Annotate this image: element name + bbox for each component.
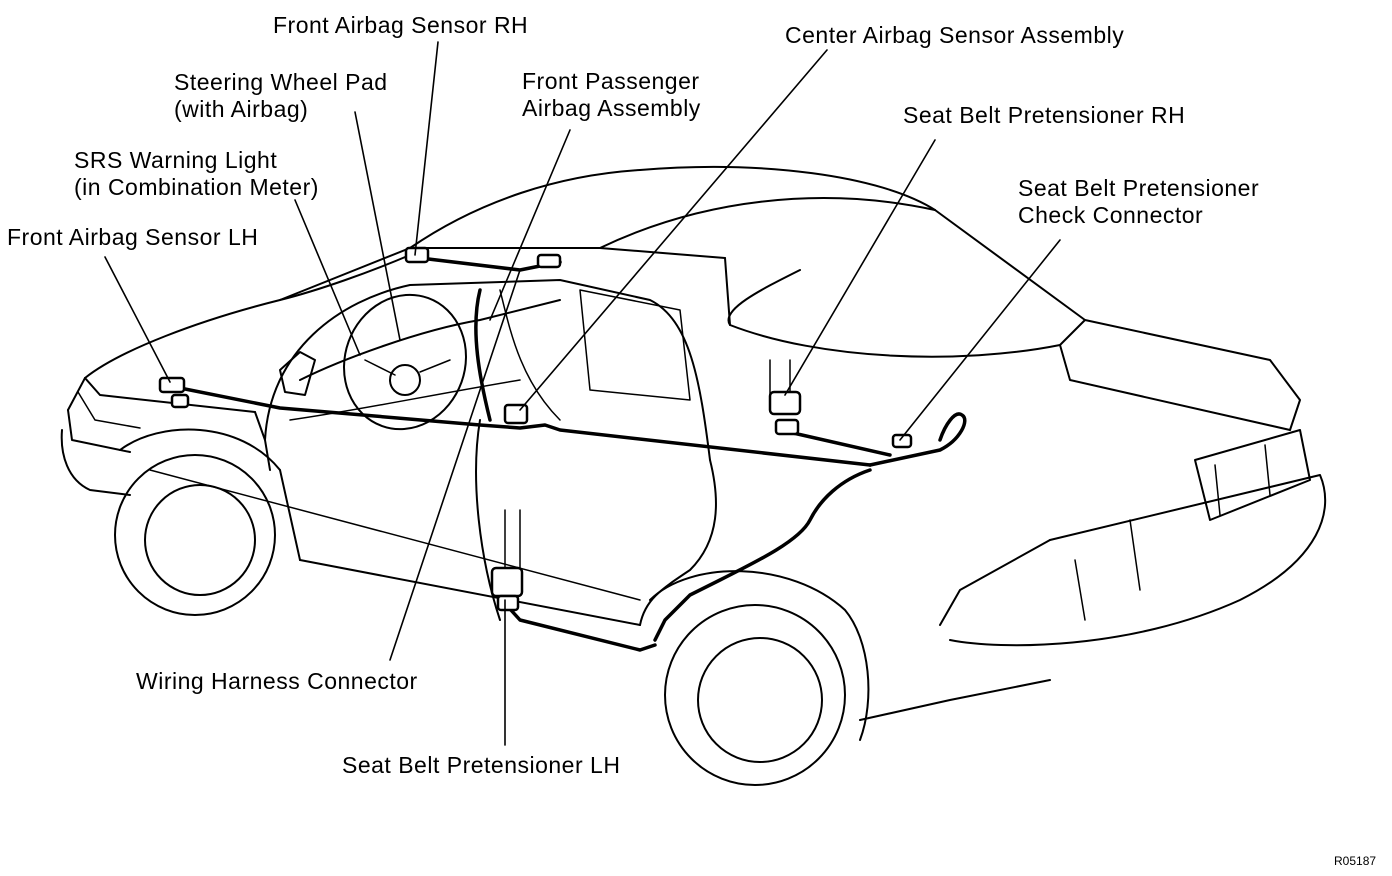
leader-srs-warning-light: [294, 199, 361, 356]
seat-belt-pretensioner-lh-part: [490, 566, 524, 598]
front-airbag-sensor-lh-part: [158, 376, 186, 394]
label-front-passenger-airbag-line1: Front Passenger: [522, 68, 700, 94]
label-front-airbag-sensor-rh: Front Airbag Sensor RH: [273, 12, 529, 38]
label-seat-belt-pretensioner-rh: Seat Belt Pretensioner RH: [903, 102, 1186, 128]
label-steering-wheel-pad-line2: (with Airbag): [174, 96, 309, 122]
center-airbag-sensor-part: [503, 403, 529, 425]
label-center-airbag-sensor-assembly: Center Airbag Sensor Assembly: [785, 22, 1125, 48]
leader-front-passenger-airbag: [489, 129, 571, 321]
leader-front-airbag-sensor-lh: [104, 256, 171, 383]
label-wiring-harness-connector: Wiring Harness Connector: [136, 668, 418, 694]
seat-belt-pretensioner-rh-part: [768, 390, 802, 416]
label-check-connector-line2: Check Connector: [1018, 202, 1204, 228]
label-srs-warning-light-line1: SRS Warning Light: [74, 147, 278, 173]
label-seat-belt-pretensioner-lh: Seat Belt Pretensioner LH: [342, 752, 621, 778]
label-srs-warning-light-line2: (in Combination Meter): [74, 174, 319, 200]
wiring-harness: [163, 256, 967, 652]
label-front-passenger-airbag-line2: Airbag Assembly: [522, 95, 701, 121]
label-check-connector-line1: Seat Belt Pretensioner: [1018, 175, 1260, 201]
label-steering-wheel-pad-line1: Steering Wheel Pad: [174, 69, 388, 95]
car-body: [60, 165, 1327, 786]
check-connector-part: [891, 433, 913, 449]
figure-code: R05187: [1334, 854, 1377, 868]
leader-front-airbag-sensor-rh: [414, 41, 439, 256]
leader-check-connector: [899, 239, 1061, 441]
leader-steering-wheel-pad: [354, 111, 401, 341]
front-airbag-sensor-rh-part: [404, 246, 430, 264]
leader-center-airbag-sensor: [519, 49, 828, 411]
label-front-airbag-sensor-lh: Front Airbag Sensor LH: [7, 224, 259, 250]
leader-seat-belt-pretensioner-rh: [784, 139, 936, 396]
leader-lines: [104, 41, 1061, 746]
leader-wiring-harness-connector: [389, 269, 521, 661]
components: [158, 246, 913, 612]
